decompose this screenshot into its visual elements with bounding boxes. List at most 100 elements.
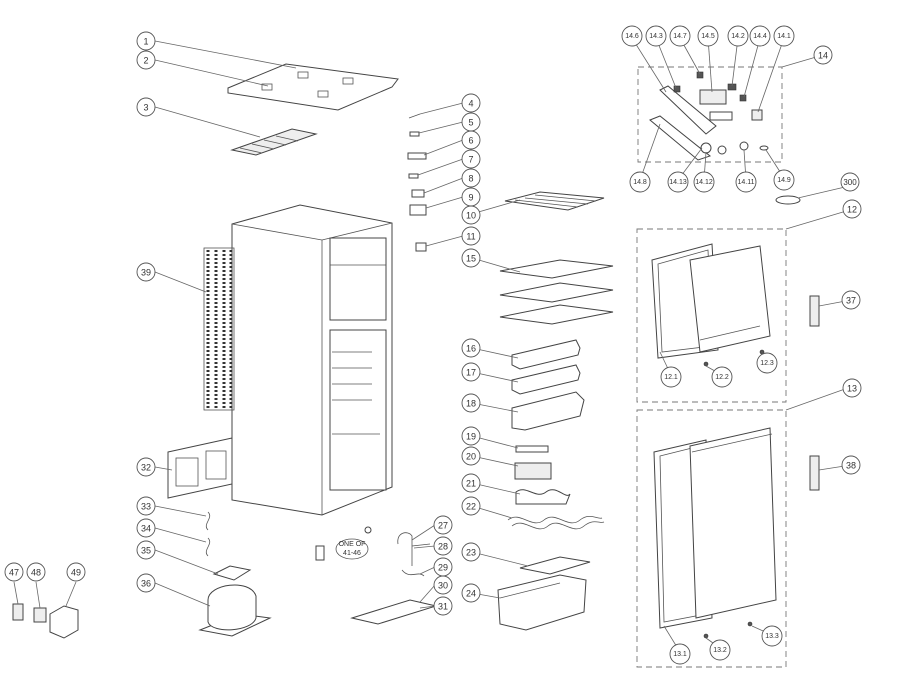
callout-number: 13.3 — [765, 633, 779, 640]
model-note: ONE OF 41-46 — [335, 538, 369, 560]
callout-number: 14.12 — [695, 179, 713, 186]
freezer-door-parts — [651, 243, 771, 367]
callout-number: 2 — [143, 56, 148, 66]
callout-circle — [727, 25, 749, 47]
callout-number: 10 — [466, 211, 476, 221]
callout-number: 31 — [438, 602, 448, 612]
callout-circle — [461, 362, 481, 382]
callout-circle — [461, 130, 481, 150]
callout-circle — [461, 446, 481, 466]
callout-number: 11 — [466, 232, 475, 242]
callout-circle — [136, 573, 156, 593]
callout-circle — [433, 575, 453, 595]
accessory-trays-part — [507, 445, 605, 530]
callout-circle — [136, 540, 156, 560]
callout-49: 49 — [66, 562, 86, 582]
callout-circle — [645, 25, 667, 47]
callout-number: 13.2 — [713, 647, 727, 654]
callout-circle — [461, 93, 481, 113]
callout-circle — [773, 25, 795, 47]
callout-circle — [461, 473, 481, 493]
starter-relay-parts — [12, 603, 79, 639]
callout-14-11: 14.11 — [735, 171, 757, 193]
callout-number: 3 — [143, 103, 148, 113]
fridge-door-parts — [653, 427, 777, 639]
callout-number: 14.7 — [673, 33, 687, 40]
callout-circle — [669, 25, 691, 47]
door-bins-part — [511, 339, 585, 431]
part-300 — [775, 195, 801, 205]
callout-circle — [136, 518, 156, 538]
callout-number: 19 — [466, 432, 476, 442]
callout-number: 20 — [466, 452, 476, 462]
callout-3: 3 — [136, 97, 156, 117]
callout-14-4: 14.4 — [749, 25, 771, 47]
callout-31: 31 — [433, 596, 453, 616]
callout-number: 33 — [141, 502, 151, 512]
callout-circle — [629, 171, 651, 193]
callout-circle — [621, 25, 643, 47]
drip-tray-part — [212, 565, 252, 581]
callout-circle — [136, 262, 156, 282]
callout-number: 14.13 — [669, 179, 687, 186]
bottom-hardware-parts — [315, 526, 438, 625]
refrigerator-cabinet-part — [231, 204, 393, 516]
callout-13-3: 13.3 — [761, 625, 783, 647]
callout-14-5: 14.5 — [697, 25, 719, 47]
callout-14-3: 14.3 — [645, 25, 667, 47]
callout-circle — [761, 625, 783, 647]
callout-number: 30 — [438, 581, 448, 591]
callout-14-12: 14.12 — [693, 171, 715, 193]
callout-number: 29 — [438, 563, 448, 573]
callout-circle — [461, 226, 481, 246]
callout-circle — [433, 515, 453, 535]
callout-12-3: 12.3 — [756, 352, 778, 374]
callout-number: 37 — [846, 296, 856, 306]
callout-14-1: 14.1 — [773, 25, 795, 47]
compressor-part — [198, 584, 272, 637]
callout-circle — [667, 171, 689, 193]
callout-number: 35 — [141, 546, 151, 556]
callout-15: 15 — [461, 248, 481, 268]
callout-39: 39 — [136, 262, 156, 282]
callout-circle — [840, 172, 860, 192]
callout-13: 13 — [842, 378, 862, 398]
callout-28: 28 — [433, 536, 453, 556]
callout-9: 9 — [461, 187, 481, 207]
callout-circle — [26, 562, 46, 582]
callout-number: 14.3 — [649, 33, 663, 40]
condenser-coil-part — [203, 247, 235, 411]
callout-number: 28 — [438, 542, 448, 552]
callout-circle — [756, 352, 778, 374]
callout-number: 18 — [466, 399, 476, 409]
callout-14-2: 14.2 — [727, 25, 749, 47]
evaporator-rack-part — [230, 128, 318, 156]
callout-circle — [136, 496, 156, 516]
callout-32: 32 — [136, 457, 156, 477]
callout-12-2: 12.2 — [711, 366, 733, 388]
callout-circle — [136, 97, 156, 117]
callout-36: 36 — [136, 573, 156, 593]
callout-circle — [660, 366, 682, 388]
callout-33: 33 — [136, 496, 156, 516]
callout-circle — [461, 338, 481, 358]
callout-number: 13.1 — [673, 651, 687, 658]
callout-number: 14.11 — [738, 179, 755, 186]
callout-number: 27 — [438, 521, 448, 531]
callout-circle — [697, 25, 719, 47]
callout-circle — [669, 643, 691, 665]
callout-14-7: 14.7 — [669, 25, 691, 47]
callout-5: 5 — [461, 112, 481, 132]
callout-29: 29 — [433, 557, 453, 577]
callout-number: 6 — [468, 136, 473, 146]
callout-number: 32 — [141, 463, 151, 473]
callout-circle — [841, 290, 861, 310]
callout-number: 38 — [846, 461, 856, 471]
callout-number: 12.2 — [715, 374, 729, 381]
callout-circle — [461, 426, 481, 446]
callout-number: 14.8 — [633, 179, 647, 186]
callout-circle — [842, 378, 862, 398]
callout-circle — [711, 366, 733, 388]
callout-23: 23 — [461, 542, 481, 562]
